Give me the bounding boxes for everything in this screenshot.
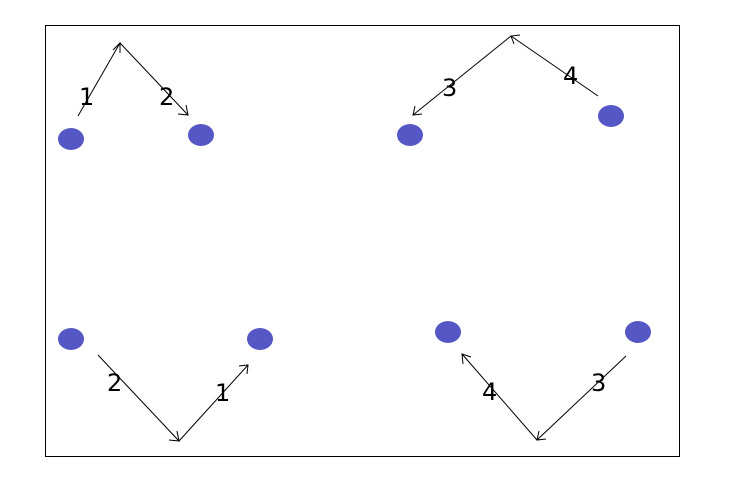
panel-bottom-left: 2 1 — [58, 328, 273, 442]
label-bottom-right-4: 4 — [482, 378, 497, 406]
diagram-frame — [45, 25, 680, 457]
label-bottom-right-3: 3 — [591, 369, 606, 397]
dot-bottom-left-b — [247, 328, 273, 350]
arrow-top-right-3 — [412, 35, 512, 116]
dot-bottom-right-b — [625, 321, 651, 343]
dot-bottom-right-a — [435, 321, 461, 343]
panel-top-left: 1 2 — [58, 41, 214, 150]
label-top-left-2: 2 — [159, 83, 174, 111]
panel-top-right: 4 3 — [397, 34, 624, 146]
arrow-bottom-left-2 — [97, 354, 180, 442]
arrowhead-top-right-3 — [412, 105, 423, 116]
arrow-top-left-2 — [119, 42, 189, 116]
arrowhead-bottom-right-4 — [461, 353, 472, 365]
arrow-bottom-left-1 — [178, 364, 249, 442]
label-bottom-left-2: 2 — [107, 369, 122, 397]
arrow-top-right-4 — [510, 35, 599, 97]
arrowhead-top-left-2 — [177, 104, 189, 116]
label-top-right-4: 4 — [563, 62, 578, 90]
dot-top-left-a — [58, 128, 84, 150]
dot-bottom-left-a — [58, 328, 84, 350]
dot-top-right-a — [397, 124, 423, 146]
panel-bottom-right: 3 4 — [435, 321, 651, 441]
label-top-left-1: 1 — [79, 83, 94, 111]
arrow-bottom-right-4 — [461, 353, 538, 441]
label-bottom-left-1: 1 — [215, 379, 230, 407]
dot-top-right-b — [598, 105, 624, 127]
dot-top-left-b — [188, 124, 214, 146]
arrowhead-bottom-left-1 — [238, 364, 249, 375]
arrowhead-top-left-1 — [112, 41, 121, 53]
label-top-right-3: 3 — [442, 74, 457, 102]
arrow-top-left-1 — [77, 42, 121, 117]
arrow-bottom-right-3 — [536, 355, 627, 441]
